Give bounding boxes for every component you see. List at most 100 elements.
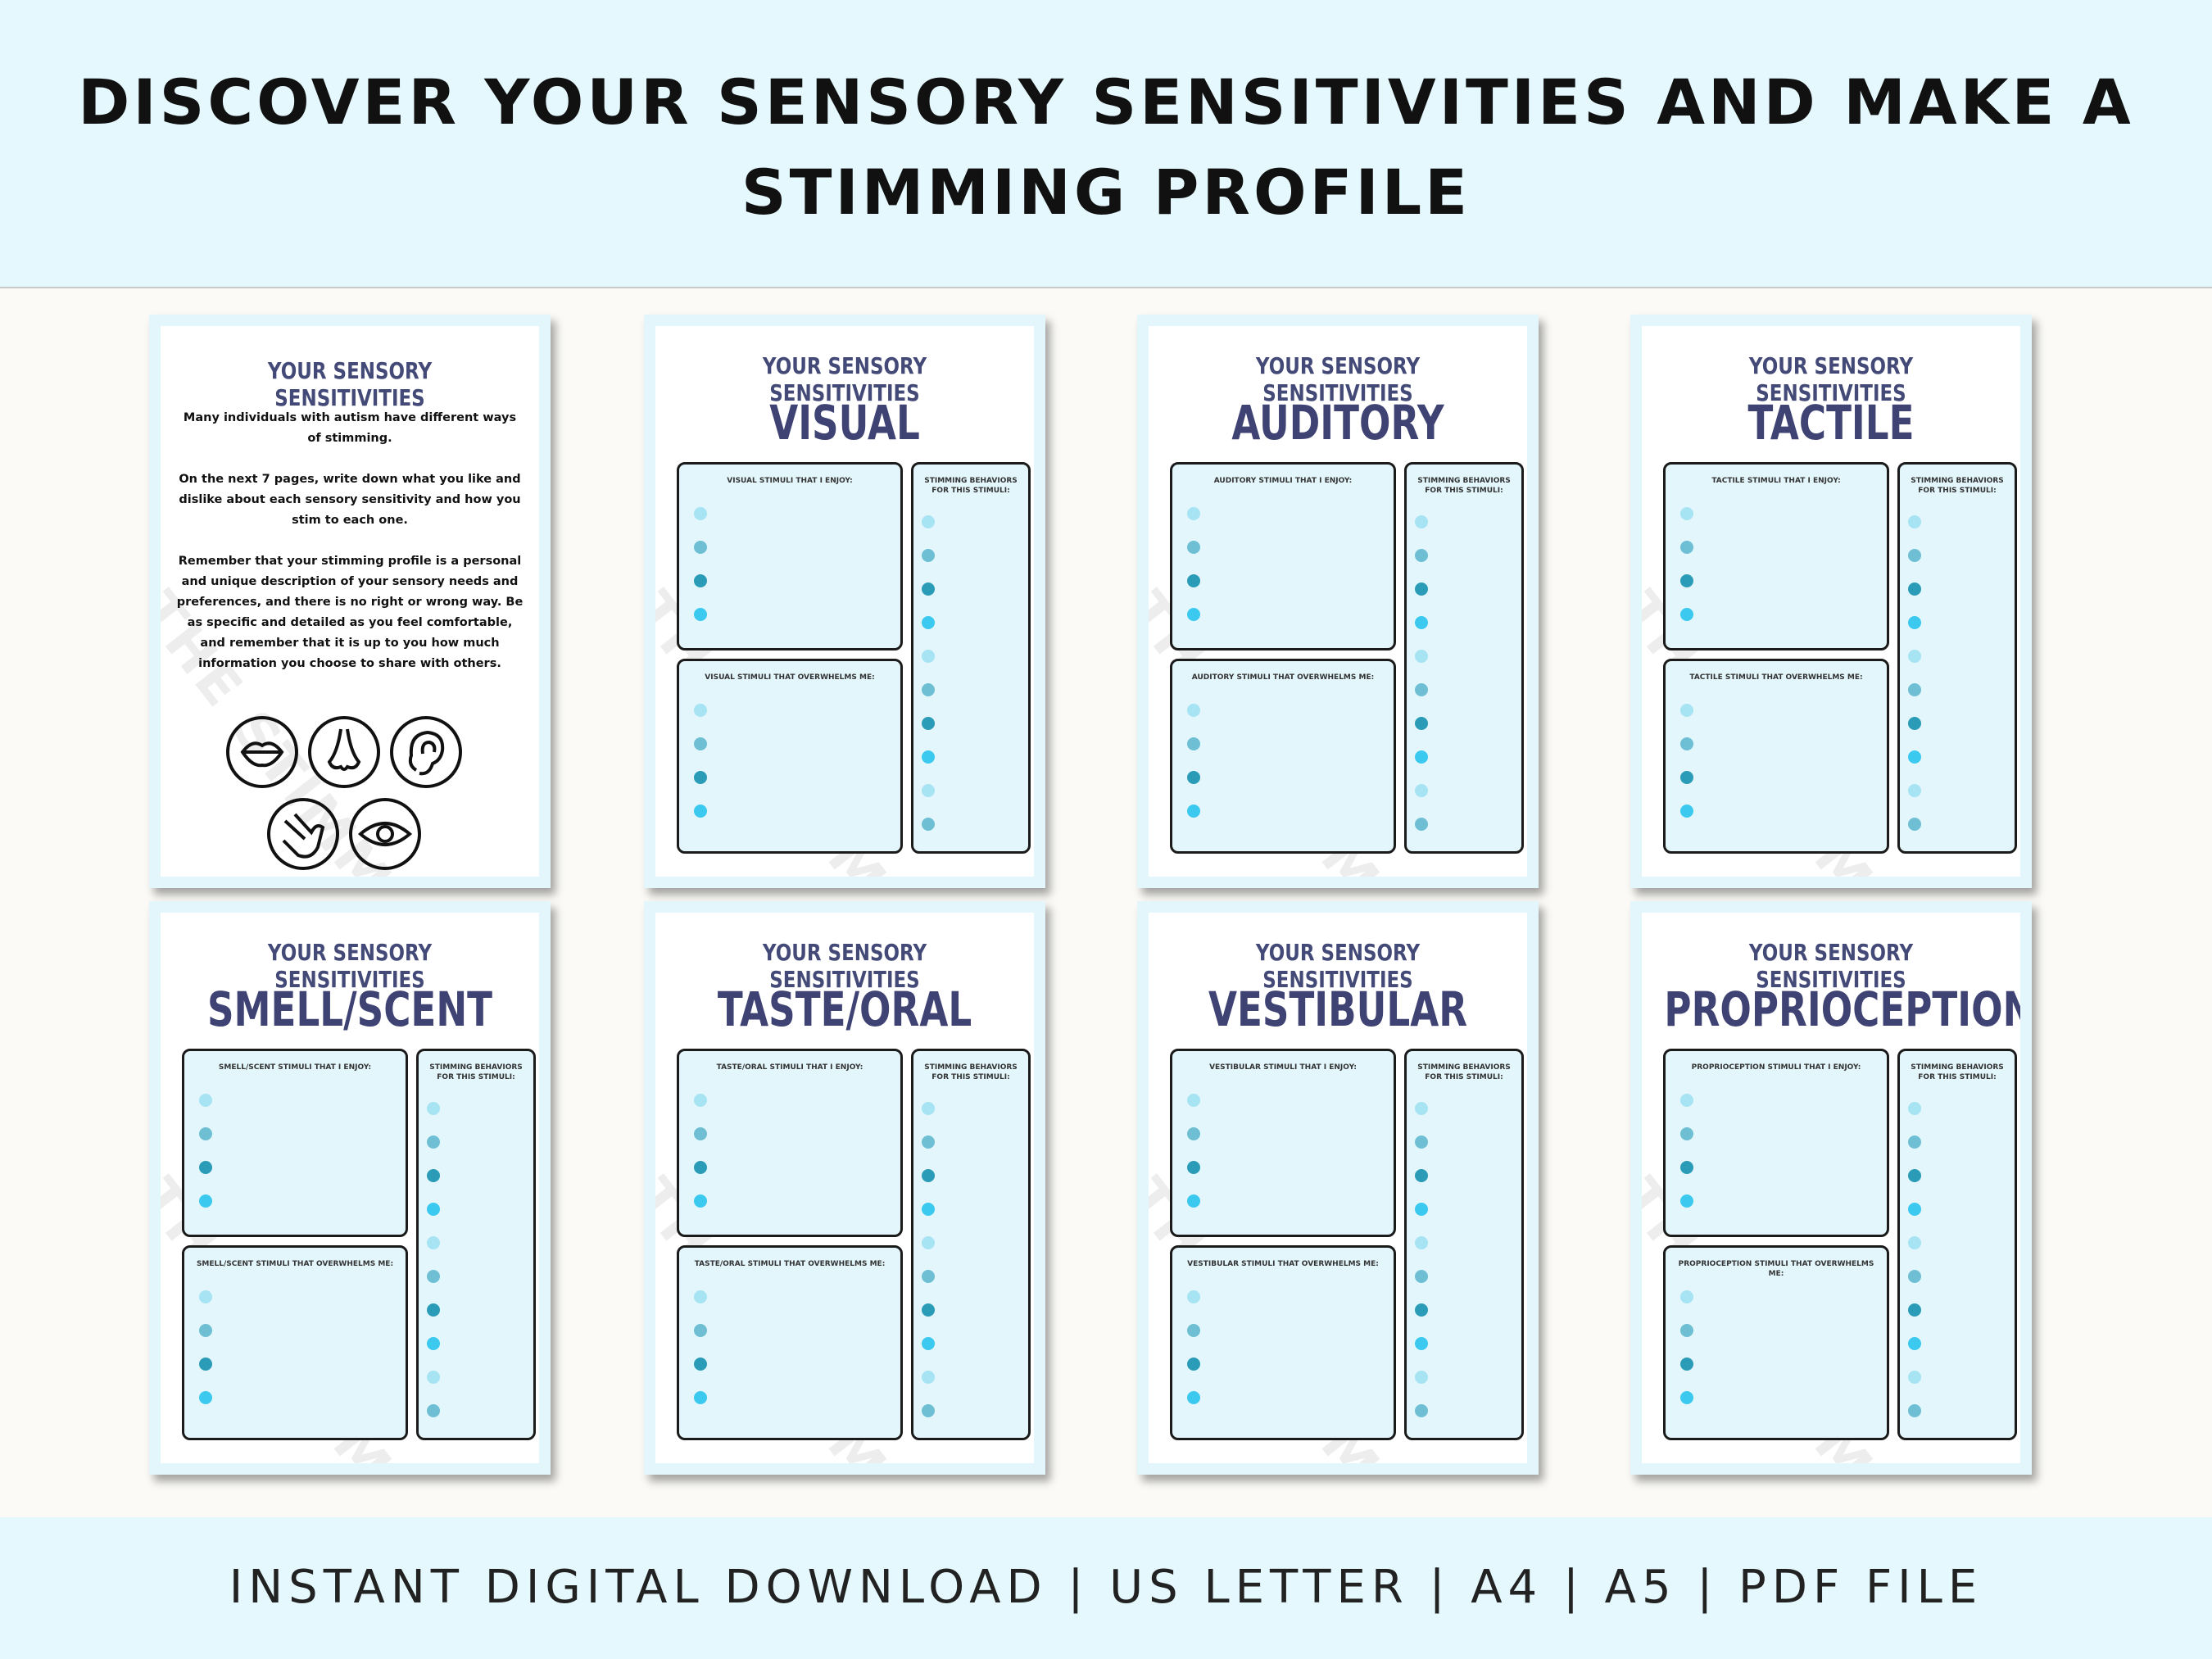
bullet-dot bbox=[694, 574, 707, 587]
overwhelm-section[interactable]: TASTE/ORAL STIMULI THAT OVERWHELMS ME: bbox=[677, 1245, 903, 1440]
bullet-dot bbox=[922, 515, 935, 528]
bullet-dot bbox=[1680, 1161, 1693, 1174]
enjoy-section[interactable]: TACTILE STIMULI THAT I ENJOY: bbox=[1663, 462, 1889, 650]
bullet-dot bbox=[922, 784, 935, 797]
enjoy-section[interactable]: TASTE/ORAL STIMULI THAT I ENJOY: bbox=[677, 1049, 903, 1237]
worksheet-subtitle: YOUR SENSORY SENSITIVITIES bbox=[762, 939, 927, 993]
bullet-dot bbox=[694, 1127, 707, 1140]
overwhelm-section[interactable]: AUDITORY STIMULI THAT OVERWHELMS ME: bbox=[1170, 659, 1396, 854]
bullet-dot bbox=[922, 750, 935, 764]
enjoy-label: VISUAL STIMULI THAT I ENJOY: bbox=[727, 477, 853, 485]
bullet-dot bbox=[1415, 750, 1428, 764]
bullet-dot bbox=[427, 1337, 440, 1350]
bullet-dot bbox=[199, 1290, 212, 1303]
bullet-dot bbox=[1908, 683, 1921, 696]
bullet-dot bbox=[922, 1135, 935, 1149]
bullet-dot bbox=[694, 1324, 707, 1337]
bullet-dot bbox=[199, 1391, 212, 1404]
bullet-dot bbox=[694, 805, 707, 818]
worksheet-proprioception: THE STIMMING MIND YOUR SENSORY SENSITIVI… bbox=[1630, 901, 2032, 1475]
nose-icon bbox=[308, 716, 380, 788]
enjoy-section[interactable]: VESTIBULAR STIMULI THAT I ENJOY: bbox=[1170, 1049, 1396, 1237]
bullet-dot bbox=[922, 1270, 935, 1283]
stimming-label: STIMMING BEHAVIORS FOR THIS STIMULI: bbox=[924, 477, 1018, 495]
overwhelm-label: AUDITORY STIMULI THAT OVERWHELMS ME: bbox=[1191, 673, 1375, 682]
stimming-label: STIMMING BEHAVIORS FOR THIS STIMULI: bbox=[1417, 477, 1511, 495]
overwhelm-section[interactable]: VESTIBULAR STIMULI THAT OVERWHELMS ME: bbox=[1170, 1245, 1396, 1440]
intro-text: Many individuals with autism have differ… bbox=[175, 408, 524, 695]
enjoy-section[interactable]: AUDITORY STIMULI THAT I ENJOY: bbox=[1170, 462, 1396, 650]
bullet-dot bbox=[1415, 1270, 1428, 1283]
worksheet-vestibular: THE STIMMING MIND YOUR SENSORY SENSITIVI… bbox=[1137, 901, 1539, 1475]
stimming-behaviors-section[interactable]: STIMMING BEHAVIORS FOR THIS STIMULI: bbox=[1404, 462, 1524, 854]
title-line-1: DISCOVER YOUR SENSORY SENSITIVITIES AND … bbox=[78, 66, 2134, 138]
bullet-dot bbox=[1908, 650, 1921, 663]
worksheet-subtitle: YOUR SENSORY SENSITIVITIES bbox=[1748, 939, 1914, 993]
bullet-dot bbox=[199, 1358, 212, 1371]
bullet-dot bbox=[922, 1102, 935, 1115]
bullet-dot bbox=[1680, 704, 1693, 717]
bullet-dot bbox=[1680, 1094, 1693, 1107]
enjoy-section[interactable]: PROPRIOCEPTION STIMULI THAT I ENJOY: bbox=[1663, 1049, 1889, 1237]
stimming-behaviors-section[interactable]: STIMMING BEHAVIORS FOR THIS STIMULI: bbox=[911, 1049, 1031, 1440]
bullet-dot bbox=[1908, 1371, 1921, 1384]
enjoy-section[interactable]: SMELL/SCENT STIMULI THAT I ENJOY: bbox=[182, 1049, 408, 1237]
bullet-dot bbox=[1908, 1303, 1921, 1317]
bullet-dot bbox=[1415, 616, 1428, 629]
bullet-dot bbox=[199, 1194, 212, 1208]
stimming-behaviors-section[interactable]: STIMMING BEHAVIORS FOR THIS STIMULI: bbox=[911, 462, 1031, 854]
bullet-dot bbox=[1187, 1290, 1200, 1303]
bullet-dot bbox=[1415, 1303, 1428, 1317]
worksheet-category: TASTE/ORAL bbox=[717, 981, 972, 1037]
enjoy-section[interactable]: VISUAL STIMULI THAT I ENJOY: bbox=[677, 462, 903, 650]
bullet-dot bbox=[694, 704, 707, 717]
overwhelm-section[interactable]: TACTILE STIMULI THAT OVERWHELMS ME: bbox=[1663, 659, 1889, 854]
bullet-dot bbox=[1187, 1127, 1200, 1140]
worksheet-auditory: THE STIMMING MIND YOUR SENSORY SENSITIVI… bbox=[1137, 315, 1539, 888]
bullet-dot bbox=[199, 1324, 212, 1337]
bullet-dot bbox=[1680, 805, 1693, 818]
bullet-dot bbox=[922, 818, 935, 831]
bullet-dot bbox=[1680, 608, 1693, 621]
top-banner bbox=[0, 0, 2212, 288]
bullet-dot bbox=[922, 582, 935, 596]
bullet-dot bbox=[427, 1203, 440, 1216]
bullet-dot bbox=[922, 1337, 935, 1350]
stimming-behaviors-section[interactable]: STIMMING BEHAVIORS FOR THIS STIMULI: bbox=[1897, 462, 2017, 854]
bullet-dot bbox=[1415, 1135, 1428, 1149]
bullet-dot bbox=[1908, 717, 1921, 730]
overwhelm-label: SMELL/SCENT STIMULI THAT OVERWHELMS ME: bbox=[196, 1260, 394, 1268]
bullet-dot bbox=[1908, 1236, 1921, 1249]
bullet-dot bbox=[922, 1303, 935, 1317]
bullet-dot bbox=[1187, 574, 1200, 587]
stimming-behaviors-section[interactable]: STIMMING BEHAVIORS FOR THIS STIMULI: bbox=[416, 1049, 536, 1440]
intro-sheet: THE STIMMING MIND YOUR SENSORY SENSITIVI… bbox=[149, 315, 551, 888]
overwhelm-section[interactable]: VISUAL STIMULI THAT OVERWHELMS ME: bbox=[677, 659, 903, 854]
bullet-dot bbox=[427, 1236, 440, 1249]
worksheet-subtitle: YOUR SENSORY SENSITIVITIES bbox=[1255, 352, 1421, 406]
bullet-dot bbox=[922, 1169, 935, 1182]
stimming-behaviors-section[interactable]: STIMMING BEHAVIORS FOR THIS STIMULI: bbox=[1897, 1049, 2017, 1440]
bullet-dot bbox=[1187, 1324, 1200, 1337]
intro-heading: YOUR SENSORY SENSITIVITIES bbox=[267, 357, 433, 411]
hand-touch-icon bbox=[267, 798, 339, 870]
bullet-dot bbox=[694, 541, 707, 554]
bullet-dot bbox=[694, 608, 707, 621]
intro-paragraph: Many individuals with autism have differ… bbox=[183, 411, 517, 445]
stimming-behaviors-section[interactable]: STIMMING BEHAVIORS FOR THIS STIMULI: bbox=[1404, 1049, 1524, 1440]
bullet-dot bbox=[1680, 737, 1693, 750]
bullet-dot bbox=[1415, 1337, 1428, 1350]
bullet-dot bbox=[1187, 805, 1200, 818]
bullet-dot bbox=[1187, 737, 1200, 750]
intro-paragraph: Remember that your stimming profile is a… bbox=[176, 555, 524, 670]
overwhelm-section[interactable]: PROPRIOCEPTION STIMULI THAT OVERWHELMS M… bbox=[1663, 1245, 1889, 1440]
bullet-dot bbox=[1415, 1203, 1428, 1216]
bullet-dot bbox=[427, 1270, 440, 1283]
overwhelm-section[interactable]: SMELL/SCENT STIMULI THAT OVERWHELMS ME: bbox=[182, 1245, 408, 1440]
bullet-dot bbox=[1908, 1135, 1921, 1149]
bullet-dot bbox=[694, 1290, 707, 1303]
bullet-dot bbox=[427, 1303, 440, 1317]
bullet-dot bbox=[1908, 818, 1921, 831]
bullet-dot bbox=[1415, 650, 1428, 663]
bullet-dot bbox=[1415, 1169, 1428, 1182]
